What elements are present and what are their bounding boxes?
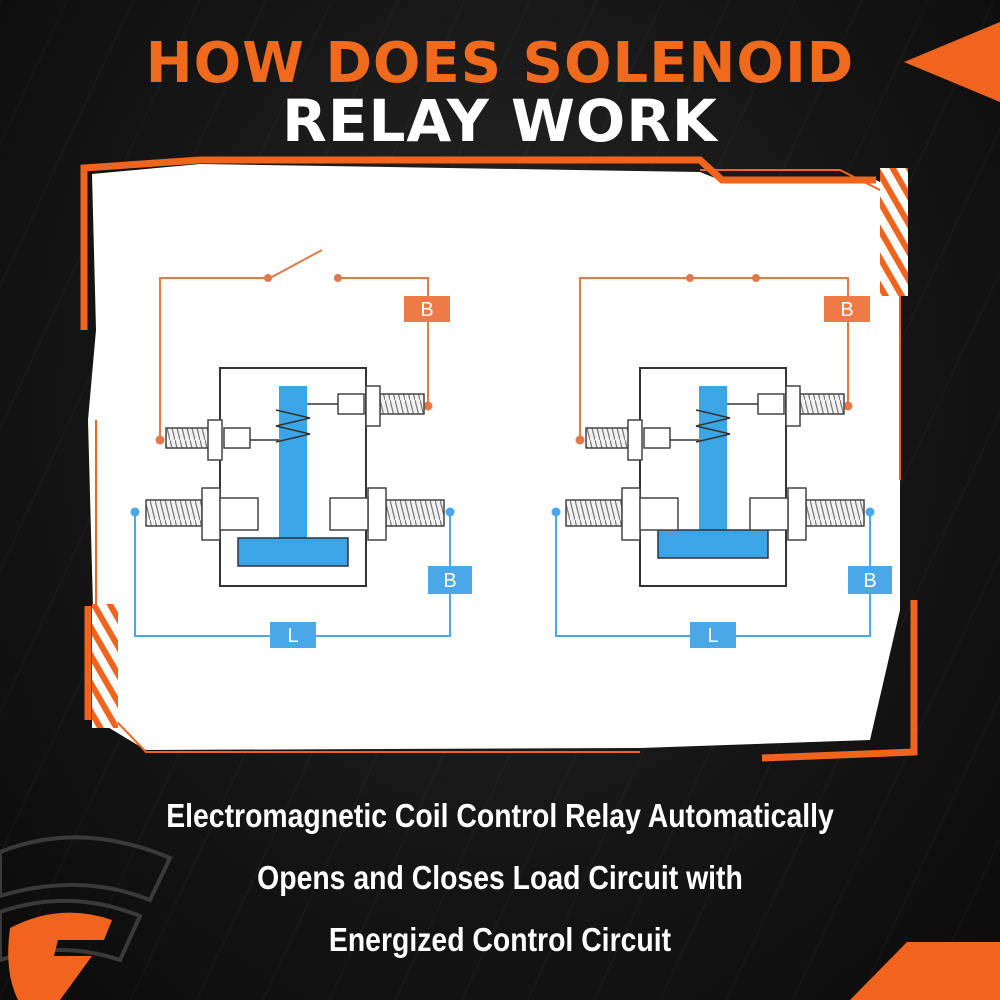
control-terminal-right [337, 393, 365, 415]
load-badge [690, 622, 736, 648]
load-contact-right [749, 497, 789, 531]
coil-winding [275, 409, 311, 443]
control-battery-badge [404, 296, 450, 322]
control-terminal-left [223, 427, 251, 449]
load-stud-nut-right [367, 487, 387, 541]
terminal-dot [551, 507, 561, 517]
load-stud-nut-right [787, 487, 807, 541]
switch-contact [334, 274, 342, 282]
plunger-stem [699, 386, 727, 536]
brand-shield-logo-icon [0, 835, 173, 1000]
load-stud-nut-left [201, 487, 221, 541]
control-stud-right [799, 393, 845, 415]
panel-frame [80, 156, 918, 762]
control-terminal-right [757, 393, 785, 415]
terminal-dot [575, 435, 585, 445]
relay-diagram-closed: B B L [551, 274, 892, 648]
coil-winding [695, 409, 731, 443]
control-battery-badge [824, 296, 870, 322]
caption-line-1: Electromagnetic Coil Control Relay Autom… [166, 797, 834, 834]
coil-leads [670, 403, 758, 441]
plunger-disc [237, 537, 349, 567]
control-wire [159, 249, 429, 438]
load-contact-left [219, 497, 259, 531]
control-terminal-left [643, 427, 671, 449]
relay-diagram-open: B [130, 249, 472, 648]
control-stud-nut-left [207, 419, 223, 461]
panel-frame-thin [95, 169, 901, 753]
corner-triangle-icon [904, 22, 1000, 102]
control-battery-label: B [840, 299, 853, 321]
load-wire [555, 512, 871, 637]
terminal-dot [865, 507, 875, 517]
load-label: L [707, 625, 718, 647]
diagram-panel-background [88, 164, 900, 750]
hatch-bottom-left [92, 604, 118, 728]
load-badge [270, 622, 316, 648]
load-stud-left [145, 499, 203, 527]
terminal-dot [423, 401, 433, 411]
load-stud-right [385, 499, 445, 527]
load-stud-left [565, 499, 623, 527]
terminal-dot [130, 507, 140, 517]
control-stud-nut-right [785, 385, 801, 427]
page-title-line-1: HOW DOES SOLENOID [145, 31, 855, 96]
page-title-line-2: RELAY WORK [282, 87, 718, 155]
control-stud-right [379, 393, 425, 415]
load-battery-label: B [863, 570, 876, 592]
load-wire [134, 512, 451, 637]
load-contact-right [329, 497, 369, 531]
terminal-dot [843, 401, 853, 411]
load-battery-label: B [443, 570, 456, 592]
load-battery-badge [428, 566, 472, 594]
control-stud-nut-left [627, 419, 643, 461]
control-stud-left [585, 427, 631, 449]
control-wire [579, 277, 849, 438]
hatch-top-right [880, 168, 908, 296]
switch-contact [752, 274, 760, 282]
control-battery-label: B [420, 299, 433, 321]
coil-leads [250, 403, 338, 441]
control-stud-left [165, 427, 211, 449]
plunger-disc [657, 529, 769, 559]
terminal-dot [445, 507, 455, 517]
load-battery-badge [848, 566, 892, 594]
caption-line-2: Opens and Closes Load Circuit with [257, 859, 743, 896]
switch-contact [264, 274, 272, 282]
control-stud-nut-right [365, 385, 381, 427]
load-stud-right [805, 499, 865, 527]
load-contact-left [639, 497, 679, 531]
switch-contact [686, 274, 694, 282]
load-label: L [287, 625, 298, 647]
load-stud-nut-left [621, 487, 641, 541]
terminal-dot [155, 435, 165, 445]
caption-line-3: Energized Control Circuit [328, 921, 672, 958]
